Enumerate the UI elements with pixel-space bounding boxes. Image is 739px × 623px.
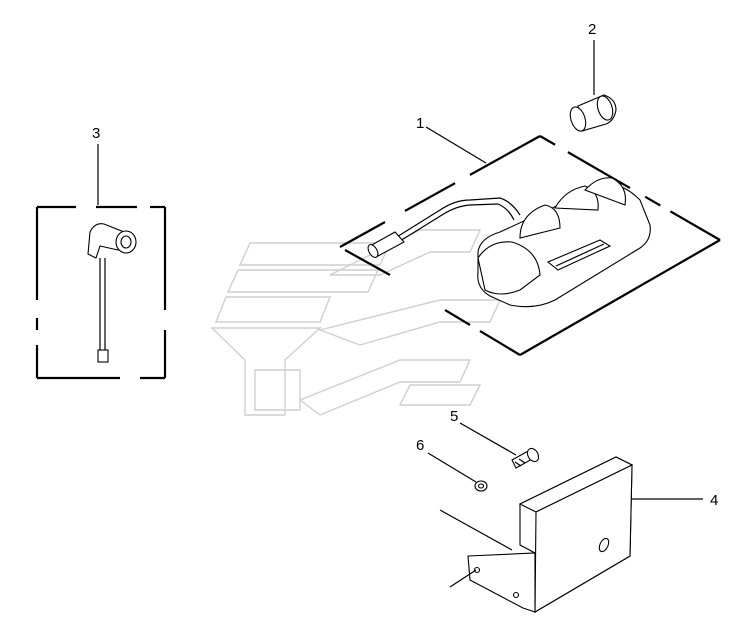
part-5-bolt xyxy=(459,422,540,469)
part-6-washer xyxy=(427,452,488,492)
callout-4-label: 4 xyxy=(710,492,718,509)
callout-5-label: 5 xyxy=(450,408,458,425)
callout-3-label: 3 xyxy=(92,125,100,142)
part-4-bracket xyxy=(439,456,703,613)
part-1-assembly xyxy=(339,126,721,356)
part-2-cylinder xyxy=(569,40,617,132)
callout-6-label: 6 xyxy=(416,437,424,454)
watermark-logo xyxy=(210,229,502,416)
part-3-sensor xyxy=(35,144,167,380)
callout-1-label: 1 xyxy=(416,115,424,132)
callout-2-label: 2 xyxy=(588,21,596,38)
part-3-frame xyxy=(35,205,167,380)
